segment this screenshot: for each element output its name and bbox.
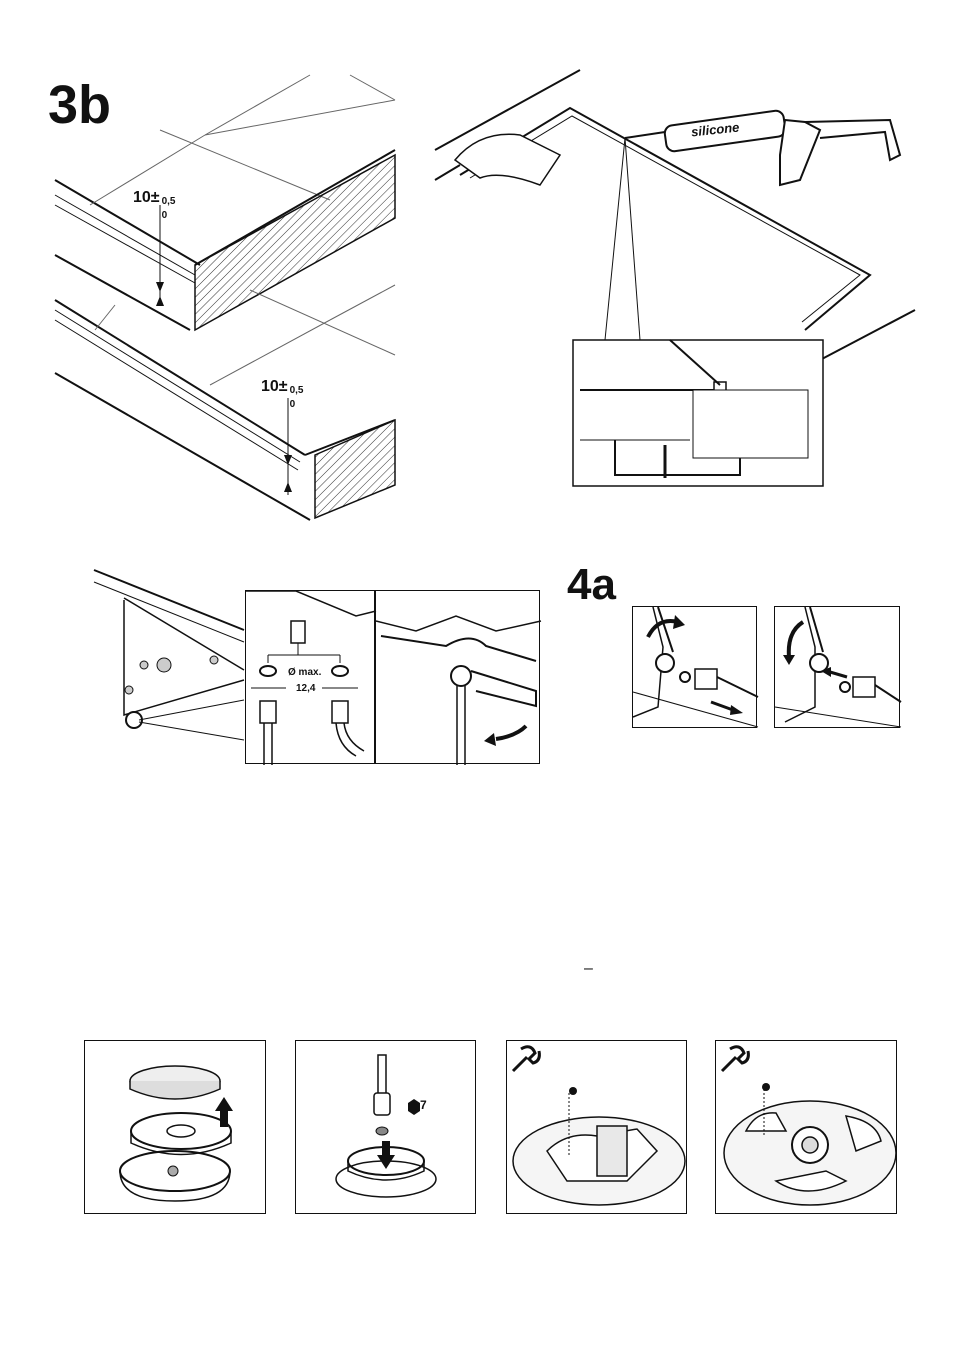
tighten-connection-box bbox=[774, 606, 900, 728]
rotate-arrow-icon bbox=[789, 622, 803, 657]
loosen-connection-box bbox=[632, 606, 757, 728]
burner-screw-box: 7 bbox=[295, 1040, 476, 1214]
wrench-size: 7 bbox=[420, 1098, 427, 1112]
burner-base-box-left bbox=[506, 1040, 687, 1214]
dimension-bottom-base: 10± bbox=[261, 378, 288, 395]
burner-cap-removal-box bbox=[84, 1040, 266, 1214]
wrench-tighten-box bbox=[375, 590, 540, 764]
wrench-icon bbox=[513, 1047, 539, 1071]
burner-base-box-right bbox=[715, 1040, 897, 1214]
silicone-illustration: silicone bbox=[420, 60, 920, 500]
dimension-bottom-lower: 0 bbox=[290, 399, 296, 410]
wrench-icon bbox=[722, 1047, 748, 1071]
worktop-illustration-bottom bbox=[0, 0, 420, 540]
section-4a-label: 4a bbox=[567, 563, 616, 607]
rotate-arrow-icon bbox=[648, 621, 678, 637]
connection-detail-box: Ø max. 12,4 bbox=[245, 590, 375, 764]
hob-underside-panel bbox=[94, 570, 244, 765]
stray-mark: – bbox=[584, 960, 593, 978]
diameter-value: 12,4 bbox=[296, 683, 315, 694]
hex-nut-icon bbox=[408, 1099, 420, 1115]
dimension-bottom-upper: 0,5 bbox=[290, 385, 304, 396]
diameter-label: Ø max. bbox=[288, 667, 321, 678]
rotate-arrow-icon bbox=[496, 726, 526, 739]
